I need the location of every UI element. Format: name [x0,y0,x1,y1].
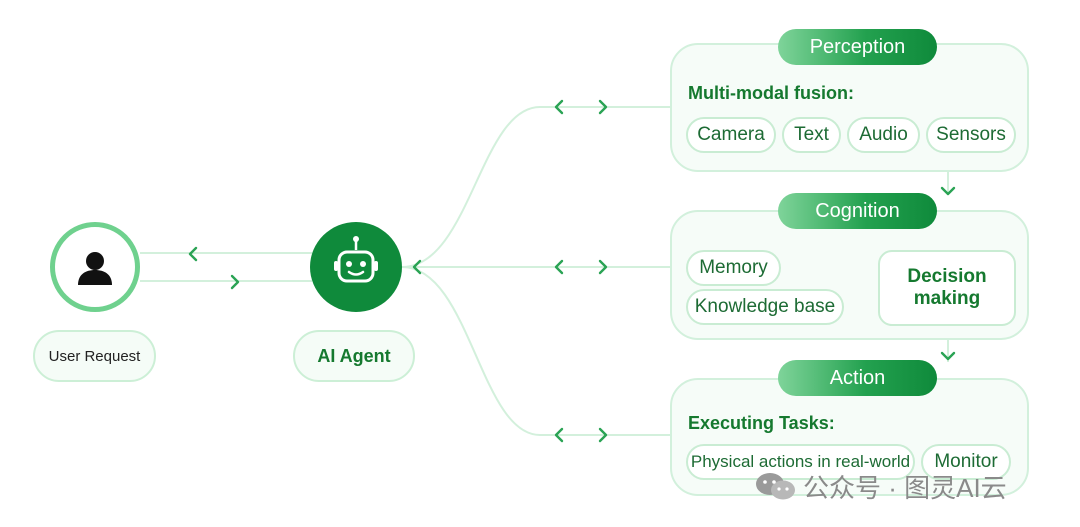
ai-agent-pill: AI Agent [293,330,415,382]
chip-sensors: Sensors [926,117,1016,153]
chip-monitor: Monitor [921,444,1011,480]
cognition-header: Cognition [778,193,937,229]
arrow-left-icon [188,246,198,262]
wechat-icon [754,470,798,502]
ai-agent-label: AI Agent [317,345,391,366]
chip-knowledge-base: Knowledge base [686,289,844,325]
action-subtitle: Executing Tasks: [688,413,835,433]
chip-text: Text [782,117,841,153]
chevron-down-icon [940,186,956,196]
arrow-right-icon [598,99,608,115]
decision-making-box: Decision making [878,250,1016,326]
arrow-left-icon [412,259,422,275]
user-request-pill: User Request [33,330,156,382]
arrow-left-icon [554,259,564,275]
arrow-left-icon [554,99,564,115]
arrow-right-icon [230,274,240,290]
arrow-right-icon [598,427,608,443]
arrow-left-icon [554,427,564,443]
perception-subtitle: Multi-modal fusion: [688,83,854,103]
agent-avatar [310,222,402,312]
action-header: Action [778,360,937,396]
chevron-down-icon [940,351,956,361]
chip-audio: Audio [847,117,920,153]
chip-camera: Camera [686,117,776,153]
robot-icon [334,236,378,283]
chip-physical-actions: Physical actions in real-world [686,444,915,480]
user-request-label: User Request [48,347,141,365]
arrow-right-icon [598,259,608,275]
perception-header: Perception [778,29,937,65]
chip-memory: Memory [686,250,781,286]
watermark: 公众号 · 图灵AI云 [803,473,1007,503]
user-avatar [50,222,140,312]
user-icon [78,252,112,285]
